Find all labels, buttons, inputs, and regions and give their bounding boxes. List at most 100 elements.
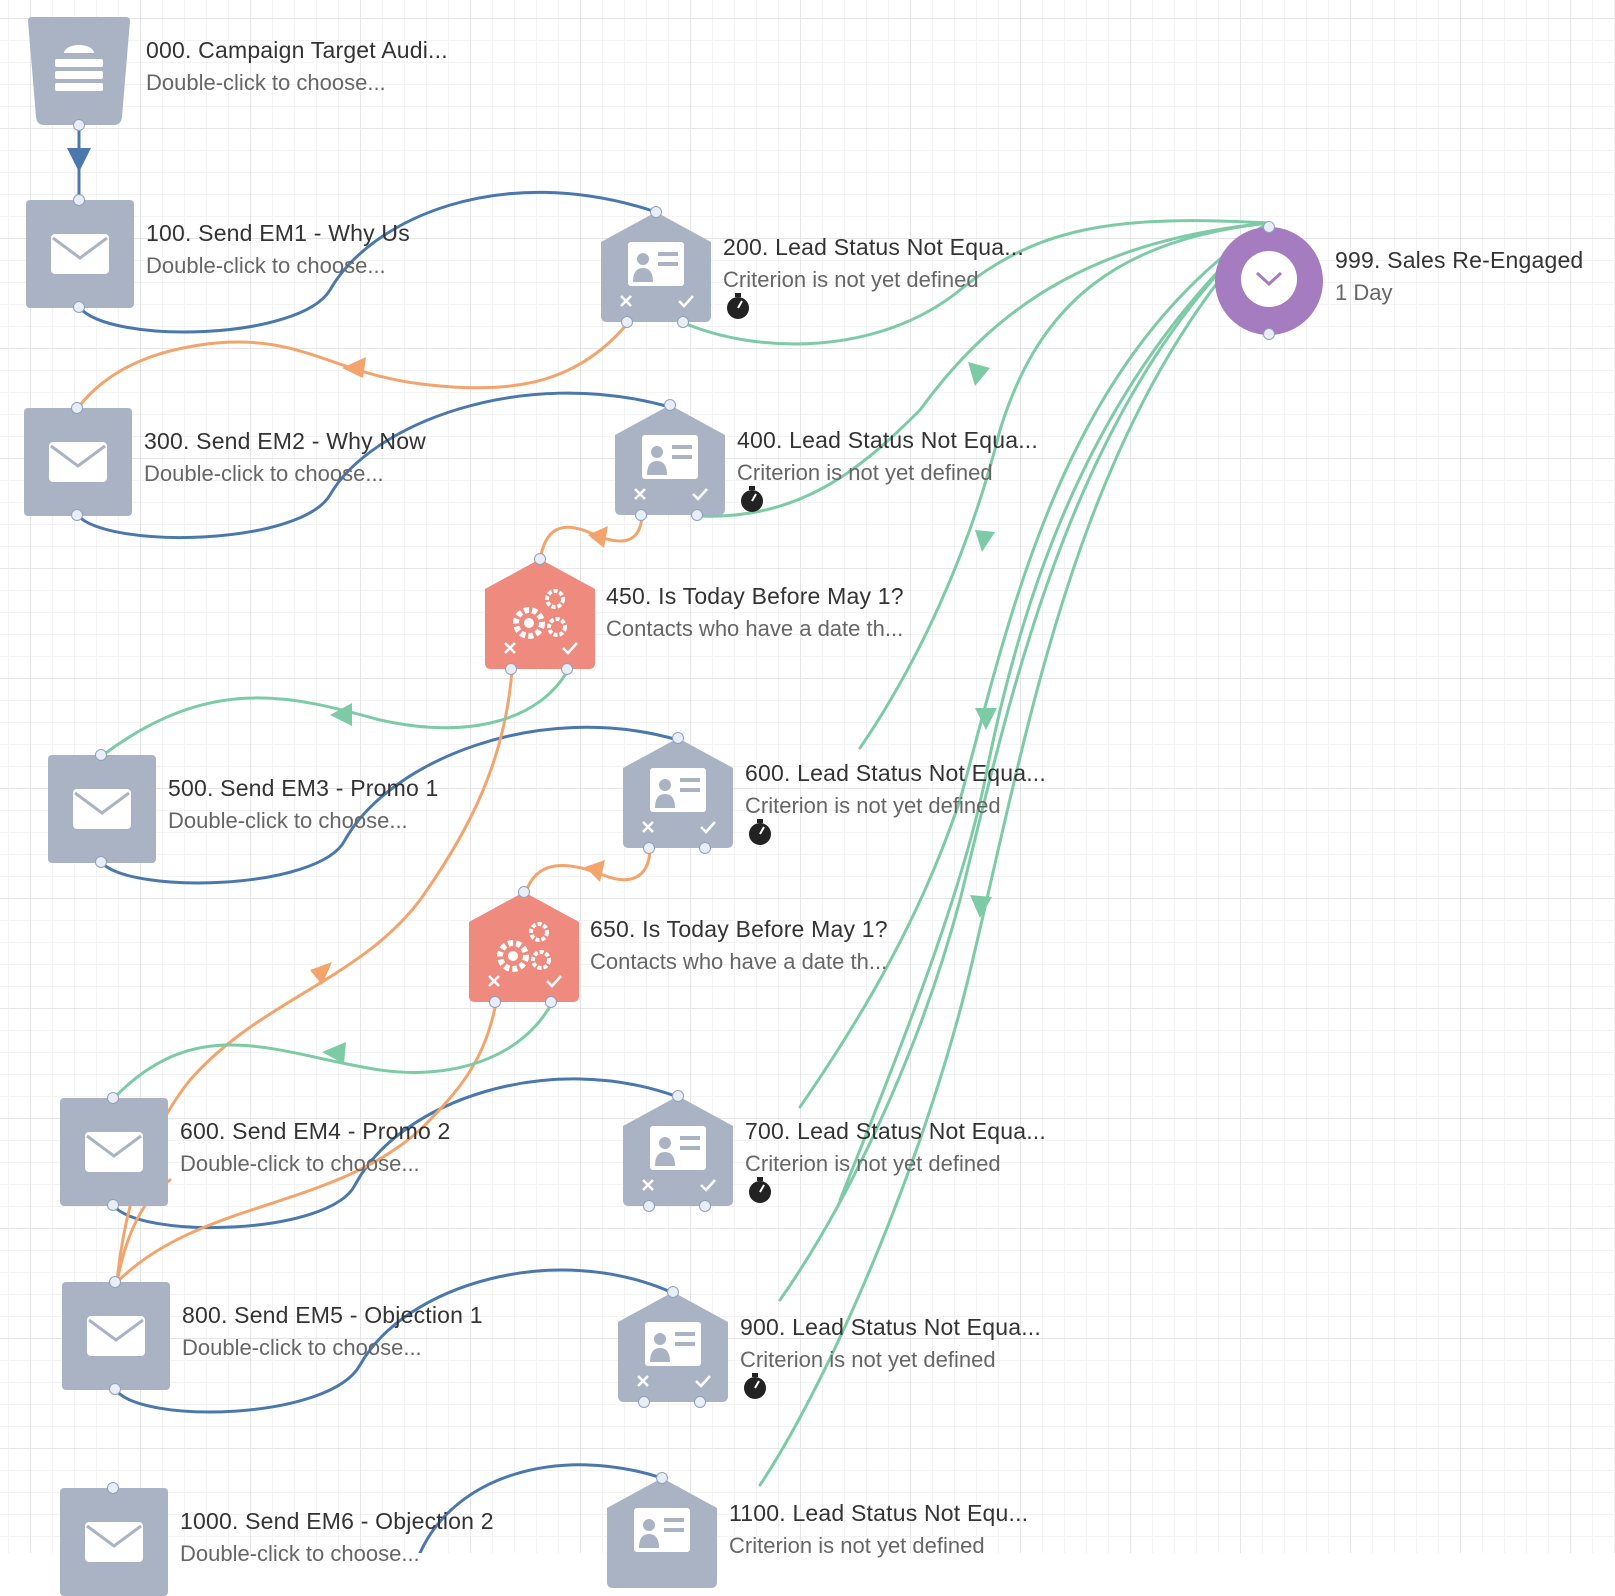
envelope-icon[interactable] xyxy=(60,1098,168,1206)
edge-900-999[interactable] xyxy=(778,221,1270,1302)
edge-300-400[interactable] xyxy=(75,391,672,540)
output-port[interactable] xyxy=(109,1383,121,1395)
arrow-green-400 xyxy=(968,362,990,386)
edge-700-999[interactable] xyxy=(798,221,1270,1109)
node-title: 1100. Lead Status Not Equ... xyxy=(729,1500,1029,1526)
edge-600-999[interactable] xyxy=(858,221,1270,750)
input-port[interactable] xyxy=(1263,221,1275,233)
envelope-icon[interactable] xyxy=(26,200,134,308)
yes-output-port[interactable] xyxy=(699,842,711,854)
contact-card-icon[interactable] xyxy=(623,1096,733,1208)
yes-output-port[interactable] xyxy=(691,509,703,521)
connections-layer xyxy=(67,123,1270,1553)
edge-200-300[interactable] xyxy=(76,321,630,410)
campaign-canvas[interactable] xyxy=(0,0,1615,1553)
no-output-port[interactable] xyxy=(489,996,501,1008)
node-subtitle: Double-click to choose... xyxy=(182,1335,422,1360)
yes-output-port[interactable] xyxy=(545,996,557,1008)
input-port[interactable] xyxy=(672,732,684,744)
edge-x-999[interactable] xyxy=(838,221,1270,1202)
output-port[interactable] xyxy=(71,509,83,521)
stopwatch-icon xyxy=(744,1373,766,1399)
yes-output-port[interactable] xyxy=(561,663,573,675)
arrow-green-700 xyxy=(975,708,997,730)
edge-400-999[interactable] xyxy=(696,221,1270,518)
node-subtitle: Double-click to choose... xyxy=(180,1541,420,1566)
edge-1100-999[interactable] xyxy=(758,221,1270,1487)
no-output-port[interactable] xyxy=(643,1200,655,1212)
audience-icon[interactable] xyxy=(26,17,132,127)
node-title: 300. Send EM2 - Why Now xyxy=(144,428,426,454)
yes-output-port[interactable] xyxy=(699,1200,711,1212)
edge-600-650[interactable] xyxy=(523,849,652,897)
no-output-port[interactable] xyxy=(638,1396,650,1408)
arrow-green-650 xyxy=(322,1042,346,1064)
edge-1000-1100[interactable] xyxy=(418,1463,664,1553)
edge-450-800[interactable] xyxy=(115,668,514,1284)
clock-icon[interactable] xyxy=(1215,227,1323,335)
edge-200-999[interactable] xyxy=(682,219,1270,346)
node-title: 200. Lead Status Not Equa... xyxy=(723,234,1024,260)
node-subtitle: Criterion is not yet defined xyxy=(745,1151,1001,1176)
no-output-port[interactable] xyxy=(643,842,655,854)
node-subtitle: Criterion is not yet defined xyxy=(740,1347,996,1372)
no-output-port[interactable] xyxy=(635,509,647,521)
node-title: 450. Is Today Before May 1? xyxy=(606,583,904,609)
node-subtitle: Criterion is not yet defined xyxy=(745,793,1001,818)
stopwatch-icon xyxy=(749,819,771,845)
contact-card-icon[interactable] xyxy=(618,1292,728,1404)
node-title: 1000. Send EM6 - Objection 2 xyxy=(180,1508,494,1534)
node-title: 500. Send EM3 - Promo 1 xyxy=(168,775,439,801)
output-port[interactable] xyxy=(107,1199,119,1211)
output-port[interactable] xyxy=(73,301,85,313)
stopwatch-icon xyxy=(749,1177,771,1203)
input-port[interactable] xyxy=(73,194,85,206)
arrow-blue-000 xyxy=(67,148,91,172)
edge-600-700[interactable] xyxy=(111,1077,680,1230)
input-port[interactable] xyxy=(650,206,662,218)
node-subtitle: Double-click to choose... xyxy=(146,253,386,278)
gears-icon[interactable] xyxy=(485,559,595,671)
output-port[interactable] xyxy=(1263,328,1275,340)
no-output-port[interactable] xyxy=(505,663,517,675)
edge-100-200[interactable] xyxy=(77,190,658,334)
contact-card-icon[interactable] xyxy=(615,405,725,517)
envelope-icon[interactable] xyxy=(62,1282,170,1390)
yes-output-port[interactable] xyxy=(694,1396,706,1408)
arrow-green-600 xyxy=(975,530,995,552)
contact-card-icon[interactable] xyxy=(623,738,733,850)
input-port[interactable] xyxy=(107,1482,119,1494)
edge-500-600[interactable] xyxy=(99,725,680,885)
input-port[interactable] xyxy=(672,1090,684,1102)
no-output-port[interactable] xyxy=(621,316,633,328)
yes-output-port[interactable] xyxy=(677,316,689,328)
node-subtitle: Contacts who have a date th... xyxy=(606,616,904,641)
stopwatch-icon xyxy=(727,293,749,319)
envelope-icon[interactable] xyxy=(48,755,156,863)
input-port[interactable] xyxy=(664,399,676,411)
input-port[interactable] xyxy=(109,1276,121,1288)
contact-card-icon[interactable] xyxy=(607,1478,717,1590)
input-port[interactable] xyxy=(518,886,530,898)
arrow-green-900 xyxy=(970,895,992,918)
edge-800-900[interactable] xyxy=(113,1268,675,1414)
edge-400-450[interactable] xyxy=(538,514,644,562)
edge-650-600e[interactable] xyxy=(113,1001,554,1099)
output-port[interactable] xyxy=(95,856,107,868)
stopwatch-icon xyxy=(741,486,763,512)
envelope-icon[interactable] xyxy=(24,408,132,516)
input-port[interactable] xyxy=(71,402,83,414)
node-subtitle: Double-click to choose... xyxy=(146,70,386,95)
node-subtitle: 1 Day xyxy=(1335,280,1393,305)
envelope-icon[interactable] xyxy=(60,1488,168,1596)
input-port[interactable] xyxy=(667,1286,679,1298)
edge-450-500[interactable] xyxy=(101,668,570,757)
output-port[interactable] xyxy=(73,119,85,131)
input-port[interactable] xyxy=(534,553,546,565)
edge-650-800[interactable] xyxy=(115,1001,498,1284)
input-port[interactable] xyxy=(656,1472,668,1484)
contact-card-icon[interactable] xyxy=(601,212,711,324)
input-port[interactable] xyxy=(95,749,107,761)
gears-icon[interactable] xyxy=(469,892,579,1004)
input-port[interactable] xyxy=(107,1092,119,1104)
